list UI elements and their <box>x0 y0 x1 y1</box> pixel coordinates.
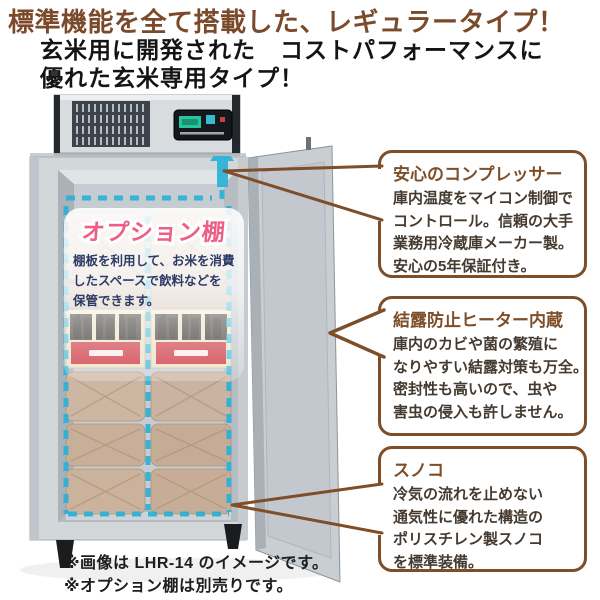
option-shelf-description: 棚板を利用して、お米を消費 したスペースで飲料などを 保管できます。 <box>73 254 235 308</box>
callout-box-heater: 結露防止ヒーター内蔵 庫内のカビや菌の繁殖に なりやすい結露対策も万全。 密封性… <box>378 296 588 436</box>
callout-title: 安心のコンプレッサー <box>393 165 563 184</box>
floor-shadow <box>20 558 340 582</box>
footnote-image-disclaimer: ※画像は LHR-14 のイメージです。 <box>64 555 329 572</box>
door-hinge-pin <box>306 137 311 150</box>
option-shelf-title: オプション棚 オプション棚 <box>78 216 230 248</box>
callout-box-sunoko: スノコ 冷気の流れを止めない 通気性に優れた構造の ポリスチレン製スノコ を標準… <box>378 446 587 572</box>
refrigerator-door <box>247 137 341 583</box>
callout-title: 結露防止ヒーター内蔵 <box>393 311 563 330</box>
subtitle-line-1: 玄米用に開発された コストパフォーマンスに <box>40 37 544 63</box>
footnote-shelf-sold-separately: ※オプション棚は別売りです。 <box>64 578 293 596</box>
option-shelf-panel: オプション棚 オプション棚 棚板を利用して、お米を消費 したスペースで飲料などを… <box>64 208 244 381</box>
callout-title: スノコ <box>393 461 444 480</box>
subtitle-line-2: 優れた玄米専用タイプ！ <box>40 65 304 92</box>
callout-box-compressor: 安心のコンプレッサー 庫内温度をマイコン制御で コントロール。信頼の大手 業務用… <box>378 150 587 278</box>
vent-grille-icon <box>72 101 150 147</box>
page-subtitle: 玄米用に開発された コストパフォーマンスに 優れた玄米専用タイプ！ <box>40 36 544 92</box>
page-title: 標準機能を全て搭載した、レギュラータイプ！ <box>8 7 565 37</box>
compressor-unit <box>53 94 241 156</box>
control-panel <box>173 109 233 141</box>
footnotes: ※画像は LHR-14 のイメージです。 ※オプション棚は別売りです。 <box>64 552 329 598</box>
